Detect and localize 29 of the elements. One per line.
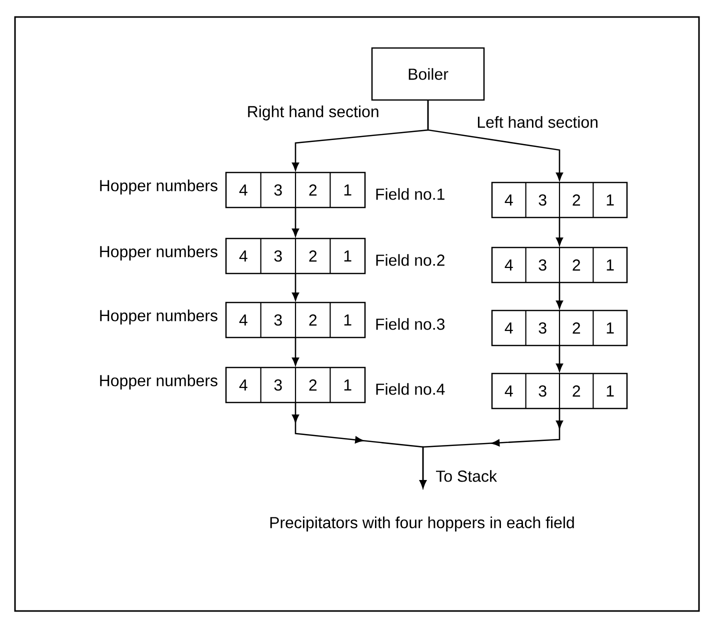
field-label: Field no.4: [376, 383, 445, 395]
side-label: Hopper numbers: [100, 374, 218, 390]
edge-label: Right hand section: [244, 104, 382, 122]
side-label: Hopper numbers: [100, 180, 218, 194]
arrow: [292, 274, 299, 301]
field-label: Field no.2: [376, 254, 444, 266]
field-label: Field no.3: [376, 318, 445, 330]
arrow: [427, 100, 563, 181]
precipitator-box: 4 3 2 1: [491, 310, 628, 346]
arrow: [292, 208, 299, 237]
side-label: Hopper numbers: [100, 246, 218, 260]
precipitator-box: 4 3 2 1: [491, 372, 628, 410]
precipitator-box: 4 3 2 1: [225, 238, 366, 274]
arrow: [556, 346, 563, 372]
arrow: [556, 218, 563, 246]
precipitator-box: 4 3 2 1: [491, 182, 628, 218]
caption: Precipitators with four hoppers in each field: [270, 516, 574, 532]
arrow: [292, 338, 299, 366]
precipitator-box: 4 3 2 1: [491, 246, 628, 284]
arrow: [420, 408, 563, 488]
arrow: [556, 282, 563, 309]
field-label: Field no.1: [376, 188, 444, 200]
edge-label: Left hand section: [474, 114, 601, 130]
boiler-box: Boiler: [371, 47, 485, 101]
precipitator-box: 4 3 2 1: [225, 172, 366, 208]
outlet-label: To Stack: [436, 470, 497, 482]
precipitator-box: 4 3 2 1: [225, 366, 366, 404]
side-label: Hopper numbers: [100, 310, 218, 324]
precipitator-box: 4 3 2 1: [225, 302, 366, 338]
